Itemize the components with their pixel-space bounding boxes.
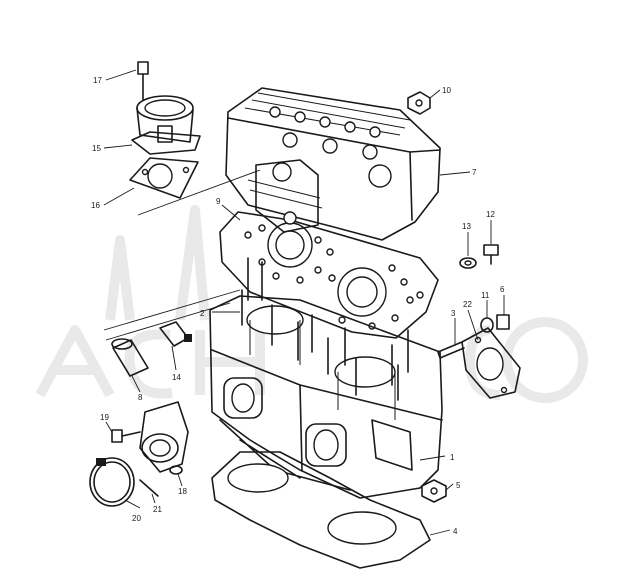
- washer-13: [459, 257, 477, 269]
- callout-9: 9: [216, 197, 221, 206]
- plug-12: [483, 244, 499, 265]
- callout-19: 19: [100, 413, 109, 422]
- callout-5: 5: [456, 481, 461, 490]
- callout-17: 17: [93, 76, 102, 85]
- callout-16: 16: [91, 201, 100, 210]
- pin-21: [139, 479, 159, 497]
- cylinder-head-cover: [225, 87, 441, 241]
- callout-15: 15: [92, 144, 101, 153]
- nut-6: [496, 314, 510, 330]
- callout-21: 21: [153, 505, 162, 514]
- exhaust-gasket: [461, 327, 521, 399]
- callout-11: 11: [481, 291, 490, 300]
- intake-bolt: [137, 61, 149, 101]
- callout-13: 13: [462, 222, 471, 231]
- callout-18: 18: [178, 487, 187, 496]
- callout-12: 12: [486, 210, 495, 219]
- callout-3: 3: [451, 309, 456, 318]
- callout-10: 10: [442, 86, 451, 95]
- callout-2: 2: [200, 309, 205, 318]
- sleeve-8: [111, 338, 149, 377]
- leader-lines: [103, 69, 505, 536]
- intake-boot: [139, 401, 189, 475]
- callout-22: 22: [463, 300, 472, 309]
- head-gasket: [219, 159, 439, 339]
- stud-3: [437, 341, 465, 359]
- sensor-14: [159, 321, 192, 347]
- callout-4: 4: [453, 527, 458, 536]
- cylinder-studs: [241, 257, 409, 401]
- callout-20: 20: [132, 514, 141, 523]
- hose-clamp: [89, 457, 135, 507]
- callout-14: 14: [172, 373, 181, 382]
- intake-manifold: [131, 95, 201, 155]
- base-gasket: [211, 451, 431, 569]
- nut-5: [421, 479, 447, 503]
- callout-labels: 1 2 3 4 5 6 7 8 9 10 11 12 13 14 15 16 1…: [91, 76, 505, 536]
- callout-1: 1: [450, 453, 455, 462]
- callout-8: 8: [138, 393, 143, 402]
- callout-7: 7: [472, 168, 477, 177]
- bolt-19: [111, 429, 141, 443]
- intake-gasket: [129, 157, 199, 199]
- callout-6: 6: [500, 285, 505, 294]
- nut-top: [407, 91, 431, 115]
